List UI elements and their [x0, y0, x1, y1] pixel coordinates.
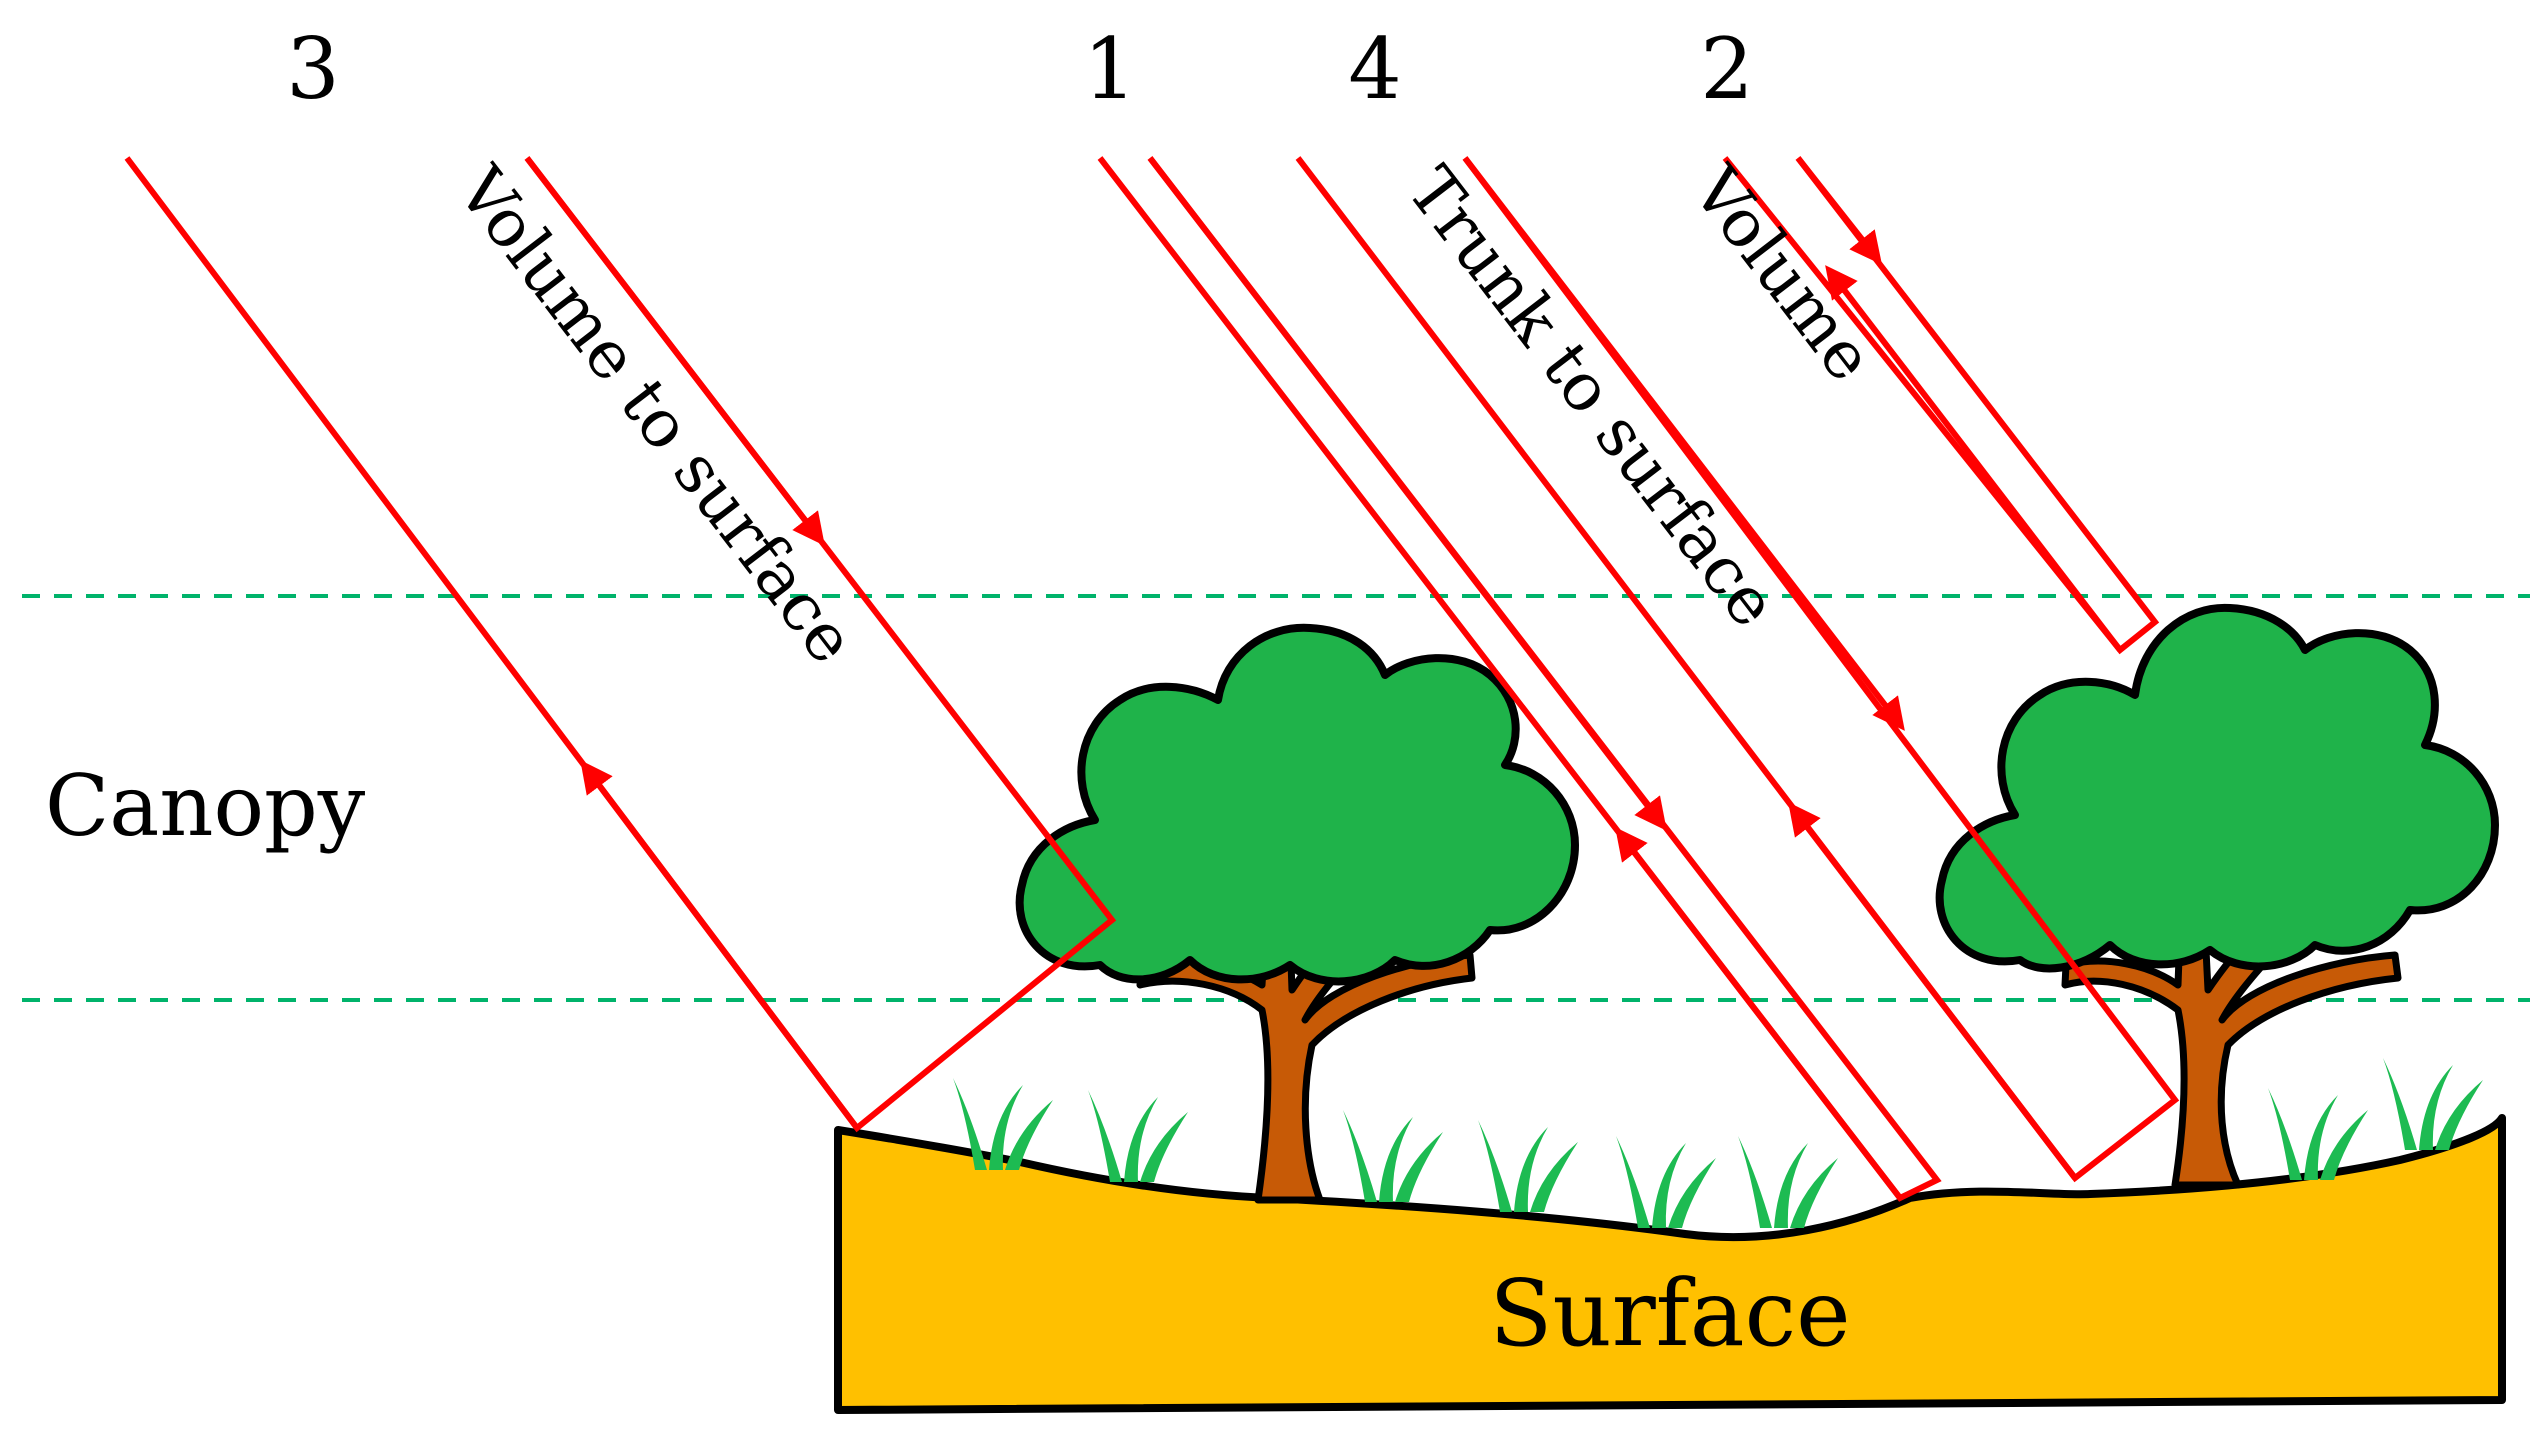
path-number-3: 3: [286, 20, 339, 118]
ray-3-arrow-up: [580, 760, 860, 1130]
ray-2-arrow-up: [1825, 265, 2123, 652]
path-number-1: 1: [1083, 20, 1136, 118]
path-number-4: 4: [1348, 20, 1401, 118]
grass-clump: [2383, 1058, 2483, 1150]
ray-4-arrow-down: [1462, 156, 1905, 731]
surface-label: Surface: [1489, 1260, 1850, 1367]
ray-path-2: [1722, 156, 2160, 655]
grass-clump: [2268, 1088, 2368, 1180]
ray-3-arrow-down: [524, 156, 825, 546]
path-number-2: 2: [1700, 20, 1753, 118]
tree-right: [1935, 603, 2499, 1189]
grass-clump: [1616, 1136, 1716, 1228]
label-volume-to-surface: Volume to surface: [442, 152, 871, 678]
canopy-label: Canopy: [45, 757, 366, 855]
ray-4-arrow-up: [1788, 802, 2078, 1180]
ray-paths: [124, 156, 2180, 1202]
ray-1-arrow-down: [1147, 156, 1667, 831]
path-labels: Volume to surface Trunk to surface Volum…: [442, 152, 1889, 678]
ray-1-arrow-up: [1615, 827, 1903, 1200]
label-volume: Volume: [1677, 152, 1889, 395]
tree-left: [1015, 623, 1579, 1204]
ray-2-arrow-down: [1795, 156, 1883, 265]
grass-clump: [1478, 1120, 1578, 1212]
grass-clump: [1343, 1110, 1443, 1202]
grass-clump: [1738, 1136, 1838, 1228]
path-numbers: 3 1 4 2: [286, 20, 1753, 118]
ray-path-4: [1295, 156, 2180, 1183]
grass-clump: [1088, 1090, 1188, 1182]
tree-left-crown: [1015, 623, 1579, 986]
tree-right-crown: [1935, 603, 2499, 973]
grass: [953, 1058, 2483, 1228]
grass-clump: [953, 1078, 1053, 1170]
